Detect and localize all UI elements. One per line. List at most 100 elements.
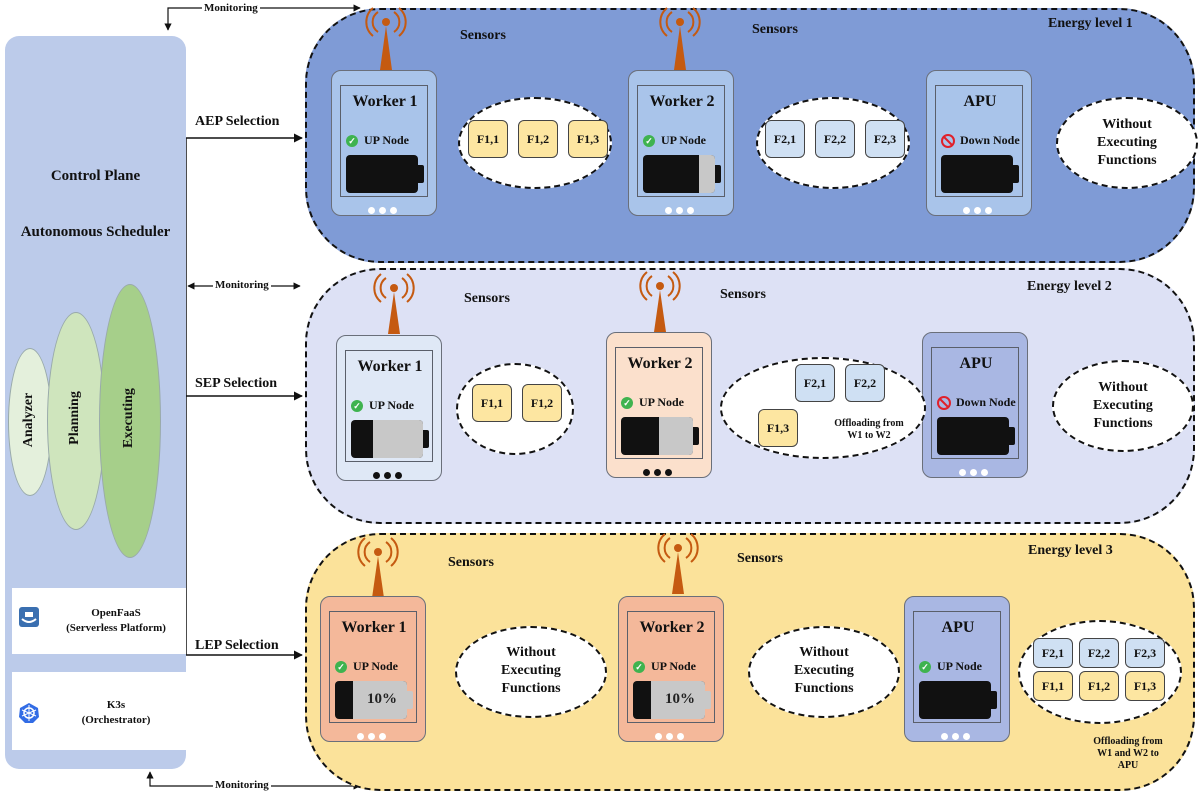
battery-icon: [643, 155, 715, 193]
energy-level-1-panel: [305, 8, 1195, 263]
apu-phone: APU ✓UP Node: [904, 596, 1010, 742]
check-icon: ✓: [633, 661, 645, 674]
kubernetes-icon: [19, 703, 39, 723]
sensors-label: Sensors: [448, 555, 494, 570]
sensors-label: Sensors: [737, 551, 783, 566]
k3s-desc: (Orchestrator): [81, 714, 151, 726]
function-box: F1,2: [1079, 671, 1119, 701]
without-functions-ellipse: [748, 626, 900, 718]
sensors-label: Sensors: [752, 22, 798, 37]
battery-percent: 10%: [367, 691, 397, 707]
planning-ellipse: [47, 312, 105, 530]
k3s-card: K3s (Orchestrator): [12, 672, 186, 750]
antenna-icon: [365, 7, 407, 70]
worker-2-phone: Worker 2 ✓UP Node 10%: [618, 596, 724, 742]
check-icon: ✓: [346, 135, 358, 148]
no-entry-icon: [937, 396, 951, 411]
worker-2-phone: Worker 2 ✓UP Node: [606, 332, 712, 478]
openfaas-icon: [19, 607, 39, 627]
antenna-icon: [357, 537, 399, 598]
openfaas-desc: (Serverless Platform): [66, 622, 166, 634]
node-name: APU: [941, 619, 975, 636]
node-name: Worker 2: [627, 355, 693, 372]
control-plane-panel: Control Plane Autonomous Scheduler Analy…: [5, 36, 186, 769]
battery-icon: 10%: [335, 681, 407, 719]
function-box: F1,3: [1125, 671, 1165, 701]
function-box: F1,1: [472, 384, 512, 422]
battery-icon: [346, 155, 418, 193]
node-status: ✓UP Node: [351, 398, 414, 413]
function-box: F2,2: [815, 120, 855, 158]
lep-selection-label: LEP Selection: [195, 638, 279, 653]
node-name: Worker 2: [639, 619, 705, 636]
no-entry-icon: [941, 134, 955, 149]
sensors-label: Sensors: [460, 28, 506, 43]
apu-phone: APU Down Node: [922, 332, 1028, 478]
worker-2-phone: Worker 2 ✓UP Node: [628, 70, 734, 216]
function-box: F1,2: [518, 120, 558, 158]
node-status: ✓UP Node: [621, 395, 684, 410]
apu-phone: APU Down Node: [926, 70, 1032, 216]
function-box: F1,1: [1033, 671, 1073, 701]
function-box: F2,1: [1033, 638, 1073, 668]
function-box: F2,1: [795, 364, 835, 402]
function-box: F1,2: [522, 384, 562, 422]
selection-arrows: [150, 133, 303, 660]
battery-icon: [621, 417, 693, 455]
battery-icon: 10%: [633, 681, 705, 719]
node-status: ✓UP Node: [335, 659, 398, 674]
battery-icon: [937, 417, 1009, 455]
check-icon: ✓: [621, 397, 633, 410]
control-plane-title: Control Plane: [50, 168, 141, 184]
function-box: F1,3: [568, 120, 608, 158]
function-box: F2,1: [765, 120, 805, 158]
openfaas-name: OpenFaaS: [91, 607, 141, 619]
node-name: Worker 1: [341, 619, 407, 636]
sensors-label: Sensors: [464, 291, 510, 306]
antenna-icon: [657, 533, 699, 594]
monitoring-label-top: Monitoring: [202, 2, 260, 14]
node-status: Down Node: [937, 395, 1016, 411]
node-name: Worker 1: [352, 93, 418, 110]
sep-selection-label: SEP Selection: [195, 376, 278, 391]
function-box: F2,3: [1125, 638, 1165, 668]
node-status: ✓UP Node: [633, 659, 696, 674]
energy-level-1-title: Energy level 1: [1048, 16, 1133, 31]
battery-icon: [941, 155, 1013, 193]
antenna-icon: [639, 271, 681, 332]
battery-percent: 10%: [665, 691, 695, 707]
monitoring-label-middle: Monitoring: [213, 279, 271, 291]
without-functions-ellipse: [1052, 360, 1194, 452]
check-icon: ✓: [335, 661, 347, 674]
energy-level-2-title: Energy level 2: [1027, 279, 1112, 294]
check-icon: ✓: [919, 661, 931, 674]
check-icon: ✓: [643, 135, 655, 148]
monitoring-label-bottom: Monitoring: [213, 779, 271, 791]
without-functions-ellipse: [455, 626, 607, 718]
node-name: APU: [963, 93, 997, 110]
worker-1-phone: Worker 1 ✓UP Node 10%: [320, 596, 426, 742]
function-box: F1,1: [468, 120, 508, 158]
node-name: APU: [959, 355, 993, 372]
without-functions-ellipse: [1056, 97, 1198, 189]
antenna-icon: [659, 7, 701, 70]
battery-icon: [351, 420, 423, 458]
node-status: Down Node: [941, 133, 1020, 149]
energy-level-3-title: Energy level 3: [1028, 543, 1113, 558]
sensors-label: Sensors: [720, 287, 766, 302]
aep-selection-label: AEP Selection: [195, 114, 280, 129]
function-box: F2,2: [845, 364, 885, 402]
antenna-icon: [373, 273, 415, 334]
node-status: ✓UP Node: [346, 133, 409, 148]
function-box: F2,3: [865, 120, 905, 158]
node-name: Worker 2: [649, 93, 715, 110]
node-status: ✓UP Node: [919, 659, 982, 674]
check-icon: ✓: [351, 400, 363, 413]
node-name: Worker 1: [357, 358, 423, 375]
